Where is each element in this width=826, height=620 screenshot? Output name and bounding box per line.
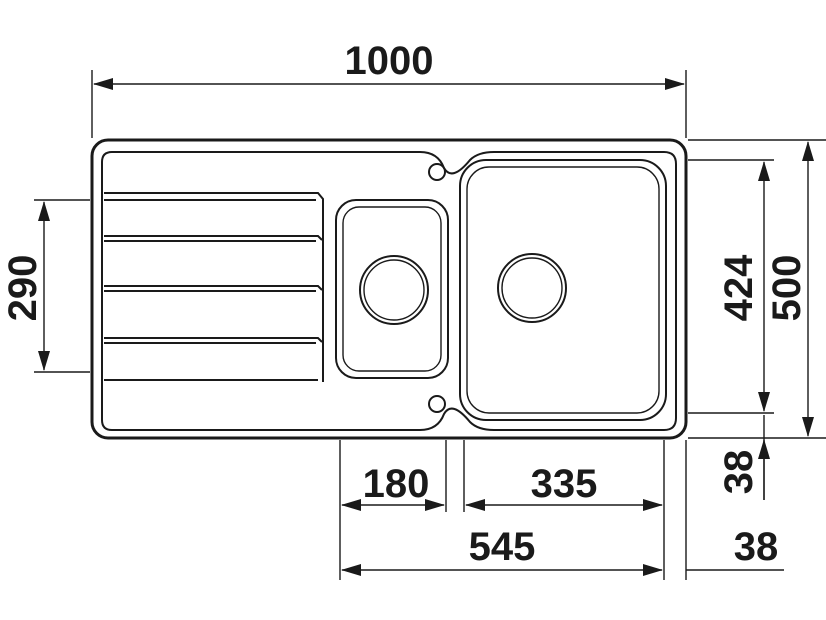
large-bowl-outline (459, 159, 667, 421)
sink-body (90, 138, 688, 440)
extension-lines (34, 70, 826, 580)
large-bowl-inner (466, 166, 660, 414)
small-bowl-drain-inner (363, 259, 425, 321)
sink-outer-outline (90, 138, 688, 440)
label-overall-depth: 500 (765, 255, 809, 322)
tap-hole-bottom (428, 395, 446, 413)
label-side-offset: 38 (734, 525, 779, 569)
tap-hole-top (428, 163, 446, 181)
drainer-groove (104, 192, 324, 382)
label-small-bowl-width: 180 (363, 462, 430, 506)
drainer-groove (104, 235, 323, 241)
label-large-bowl-width: 335 (531, 462, 598, 506)
drainer-groove (104, 337, 323, 343)
small-bowl-inner (342, 206, 442, 372)
dimension-labels: 1000 290 424 500 38 180 335 545 38 (1, 39, 809, 569)
label-bottom-offset: 38 (717, 450, 761, 495)
label-drainer-depth: 290 (1, 255, 45, 322)
small-bowl (335, 199, 449, 379)
large-bowl (459, 159, 667, 421)
small-bowl-drain (359, 255, 429, 325)
label-overall-length: 1000 (345, 39, 434, 83)
small-bowl-outline (335, 199, 449, 379)
dimension-lines (38, 78, 814, 576)
large-bowl-drain-inner (501, 257, 563, 319)
label-bowl-depth: 424 (717, 254, 761, 321)
large-bowl-drain (497, 253, 567, 323)
sink-inner-rim (101, 151, 677, 431)
drainer-grooves (104, 192, 324, 382)
drainer-groove (104, 285, 323, 291)
label-bowls-total-width: 545 (469, 525, 536, 569)
